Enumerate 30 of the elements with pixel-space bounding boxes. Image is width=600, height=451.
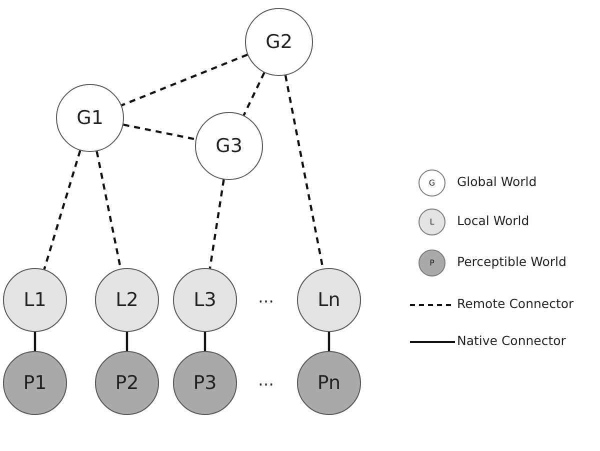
legend-label: Native Connector (457, 333, 566, 348)
node-label: Pn (317, 372, 341, 394)
node-label: P2 (115, 372, 139, 394)
ellipsis: … (258, 288, 274, 306)
node-label: G1 (76, 107, 104, 129)
dashed-connector (43, 150, 82, 270)
dashed-connector (242, 72, 266, 116)
ellipsis: … (258, 370, 274, 390)
legend-label: Local World (457, 213, 530, 228)
node-label: P1 (23, 372, 47, 394)
node-label: L1 (24, 289, 46, 311)
node-label: L2 (116, 289, 138, 311)
legend-letter: P (430, 258, 434, 268)
dashed-connector (208, 179, 225, 269)
connector (126, 332, 128, 351)
legend-letter: L (430, 218, 434, 226)
legend-label: Perceptible World (457, 254, 566, 269)
dashed-connector (121, 54, 248, 106)
node-label: Ln (318, 289, 340, 311)
node-label: P3 (193, 372, 217, 394)
node-label: L3 (194, 289, 216, 311)
legend-label: Remote Connector (457, 296, 574, 311)
dashed-connector (123, 124, 196, 140)
node-label: G2 (266, 31, 292, 53)
connector (34, 332, 36, 351)
node-label: G3 (216, 135, 242, 157)
legend-label: Global World (457, 174, 537, 189)
connector (328, 332, 330, 351)
legend-letter: G (428, 178, 436, 188)
connector (204, 332, 206, 351)
